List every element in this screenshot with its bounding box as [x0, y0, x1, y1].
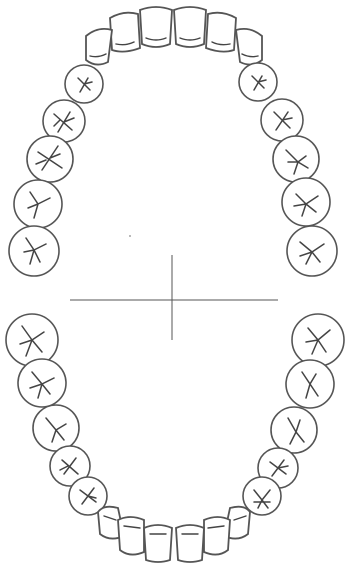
lower-incisor-central-right[interactable]	[176, 525, 204, 562]
upper-incisor-lateral-right[interactable]	[206, 13, 236, 52]
upper-incisor-lateral-left[interactable]	[110, 13, 140, 52]
lower-molar-third-left[interactable]	[6, 314, 58, 366]
upper-molar-third-right[interactable]	[287, 226, 337, 276]
lower-arch	[6, 314, 344, 562]
lower-molar-first-right[interactable]	[271, 407, 317, 453]
upper-premolar-first-right[interactable]	[239, 63, 277, 101]
upper-premolar-second-right[interactable]	[261, 99, 303, 141]
upper-molar-third-left[interactable]	[9, 226, 59, 276]
upper-canine-left[interactable]	[86, 29, 112, 65]
upper-premolar-first-left[interactable]	[65, 65, 103, 103]
center-crosshair	[70, 255, 278, 340]
upper-incisor-central-left[interactable]	[140, 7, 172, 47]
upper-molar-second-left[interactable]	[14, 180, 62, 228]
lower-molar-first-left[interactable]	[33, 405, 79, 451]
stray-dot	[129, 235, 131, 237]
lower-molar-second-left[interactable]	[18, 359, 66, 407]
lower-incisor-lateral-left[interactable]	[118, 517, 144, 555]
lower-incisor-lateral-right[interactable]	[204, 517, 230, 555]
upper-molar-first-left[interactable]	[27, 136, 73, 182]
lower-molar-second-right[interactable]	[286, 360, 334, 408]
upper-incisor-central-right[interactable]	[174, 7, 206, 47]
upper-arch	[9, 7, 337, 276]
upper-molar-first-right[interactable]	[273, 136, 319, 182]
upper-canine-right[interactable]	[236, 29, 262, 65]
upper-molar-second-right[interactable]	[282, 178, 330, 226]
lower-molar-third-right[interactable]	[292, 314, 344, 366]
lower-incisor-central-left[interactable]	[144, 525, 172, 562]
